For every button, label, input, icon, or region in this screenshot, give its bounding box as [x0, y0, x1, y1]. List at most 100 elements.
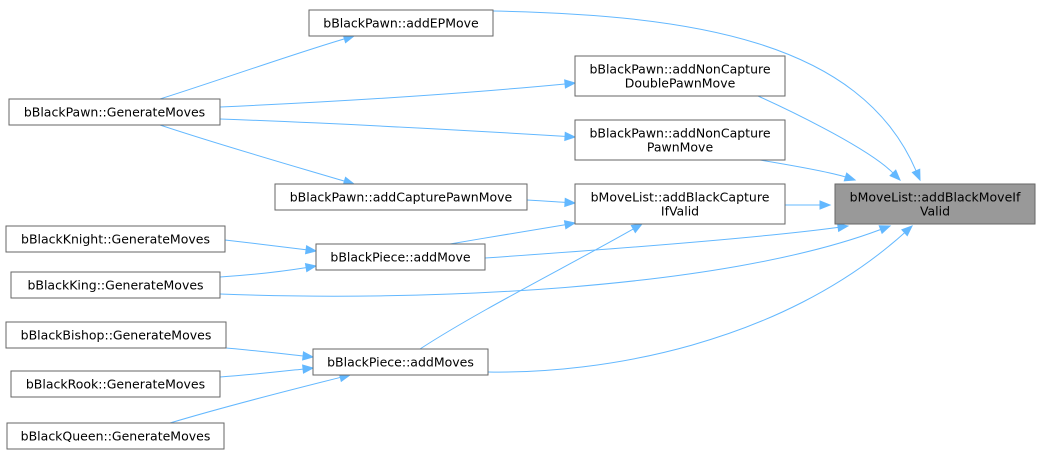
edge-arrowhead	[304, 262, 318, 273]
edge-arrowhead	[304, 244, 318, 255]
node-box	[6, 422, 225, 450]
edge-addMove-to-root	[484, 222, 850, 259]
node-addEPMove[interactable]: bBlackPawn::addEPMove	[308, 9, 494, 37]
edge-line	[225, 347, 304, 357]
edge-arrowhead	[836, 222, 850, 233]
edge-pawnGen-to-addNonCapturePawn	[219, 118, 577, 142]
node-queenGen[interactable]: bBlackQueen::GenerateMoves	[6, 422, 225, 450]
edge-addMove-to-addBlackCapture	[449, 220, 577, 245]
node-addMoves[interactable]: bBlackPiece::addMoves	[312, 348, 489, 376]
edge-line	[219, 118, 566, 137]
edge-arrowhead	[564, 79, 577, 89]
node-label: bBlackPiece::addMove	[330, 250, 471, 265]
edge-addMoves-to-root	[487, 225, 913, 373]
edge-line	[526, 199, 566, 203]
edge-arrowhead	[302, 364, 315, 374]
node-label: bBlackPawn::addNonCapture	[589, 126, 770, 141]
node-box	[312, 348, 489, 376]
edge-knightGen-to-addMove	[224, 239, 318, 255]
node-label: bBlackPawn::GenerateMoves	[24, 105, 205, 120]
node-box	[8, 98, 221, 126]
node-box	[274, 183, 528, 211]
node-box	[315, 243, 486, 271]
edge-line	[759, 159, 846, 178]
node-label: bMoveList::addBlackCapture	[591, 190, 770, 205]
edge-line	[419, 228, 634, 350]
edge-addEPMove-to-root	[492, 10, 921, 182]
edge-arrowhead	[843, 172, 857, 182]
node-label: bBlackQueen::GenerateMoves	[21, 429, 211, 444]
edge-line	[219, 368, 304, 378]
edge-line	[219, 267, 307, 278]
edge-arrowhead	[630, 223, 644, 234]
node-label: bBlackPawn::addEPMove	[323, 16, 479, 31]
edge-arrowhead	[302, 351, 315, 361]
edge-arrowhead	[563, 220, 577, 230]
edge-arrowhead	[911, 168, 921, 182]
edge-line	[757, 95, 894, 174]
node-box	[10, 271, 221, 299]
edge-addBlackCapture-to-root	[785, 200, 832, 210]
node-label: bBlackRook::GenerateMoves	[26, 377, 205, 392]
edge-line	[169, 376, 341, 424]
node-box	[308, 9, 494, 37]
edge-kingGen-to-root	[219, 225, 892, 297]
edge-line	[484, 226, 839, 259]
edge-addNonCaptureDouble-to-root	[757, 95, 901, 181]
node-kingGen[interactable]: bBlackKing::GenerateMoves	[10, 271, 221, 299]
edge-line	[159, 38, 345, 100]
node-label: bBlackBishop::GenerateMoves	[21, 328, 212, 343]
edge-pawnGen-to-addCapturePawnMove	[159, 124, 356, 186]
node-label: Valid	[920, 204, 950, 219]
edge-arrowhead	[564, 131, 577, 142]
node-box	[574, 119, 786, 161]
graph-edges	[159, 10, 921, 424]
edge-arrowhead	[819, 200, 832, 210]
edge-line	[219, 83, 566, 108]
node-box	[10, 370, 221, 398]
edge-arrowhead	[901, 225, 913, 237]
node-rookGen[interactable]: bBlackRook::GenerateMoves	[10, 370, 221, 398]
node-addCapturePawnMove[interactable]: bBlackPawn::addCapturePawnMove	[274, 183, 528, 211]
edge-line	[219, 229, 881, 297]
edge-arrowhead	[564, 197, 577, 208]
node-label: PawnMove	[647, 140, 714, 155]
edge-line	[487, 232, 905, 373]
node-bishopGen[interactable]: bBlackBishop::GenerateMoves	[5, 321, 227, 349]
edge-line	[159, 124, 345, 182]
node-label: bBlackPawn::addNonCapture	[589, 62, 770, 77]
edge-arrowhead	[878, 225, 892, 235]
node-label: bMoveList::addBlackMoveIf	[850, 190, 1021, 205]
edge-line	[224, 239, 307, 251]
node-knightGen[interactable]: bBlackKnight::GenerateMoves	[5, 225, 226, 253]
edge-addNonCapturePawn-to-root	[759, 159, 857, 182]
edge-rookGen-to-addMoves	[219, 364, 315, 378]
node-pawnGen[interactable]: bBlackPawn::GenerateMoves	[8, 98, 221, 126]
edge-line	[492, 10, 917, 172]
edge-pawnGen-to-addEPMove	[159, 34, 356, 100]
node-label: bBlackPawn::addCapturePawnMove	[290, 190, 513, 205]
node-addMove[interactable]: bBlackPiece::addMove	[315, 243, 486, 271]
edge-pawnGen-to-addNonCaptureDouble	[219, 79, 577, 108]
node-box	[574, 183, 786, 225]
node-label: DoublePawnMove	[625, 76, 736, 91]
node-box	[834, 183, 1036, 225]
node-box	[574, 55, 786, 97]
node-label: IfValid	[661, 204, 699, 219]
node-box	[5, 225, 226, 253]
node-label: bBlackKing::GenerateMoves	[27, 278, 203, 293]
edge-kingGen-to-addMove	[219, 262, 318, 278]
edge-addCapturePawnMove-to-addBlackCapture	[526, 197, 577, 208]
node-label: bBlackPiece::addMoves	[327, 355, 474, 370]
edge-arrowhead	[889, 169, 901, 181]
edge-addMoves-to-addBlackCapture	[419, 223, 644, 350]
node-box	[5, 321, 227, 349]
edge-line	[449, 224, 566, 245]
node-label: bBlackKnight::GenerateMoves	[21, 232, 210, 247]
